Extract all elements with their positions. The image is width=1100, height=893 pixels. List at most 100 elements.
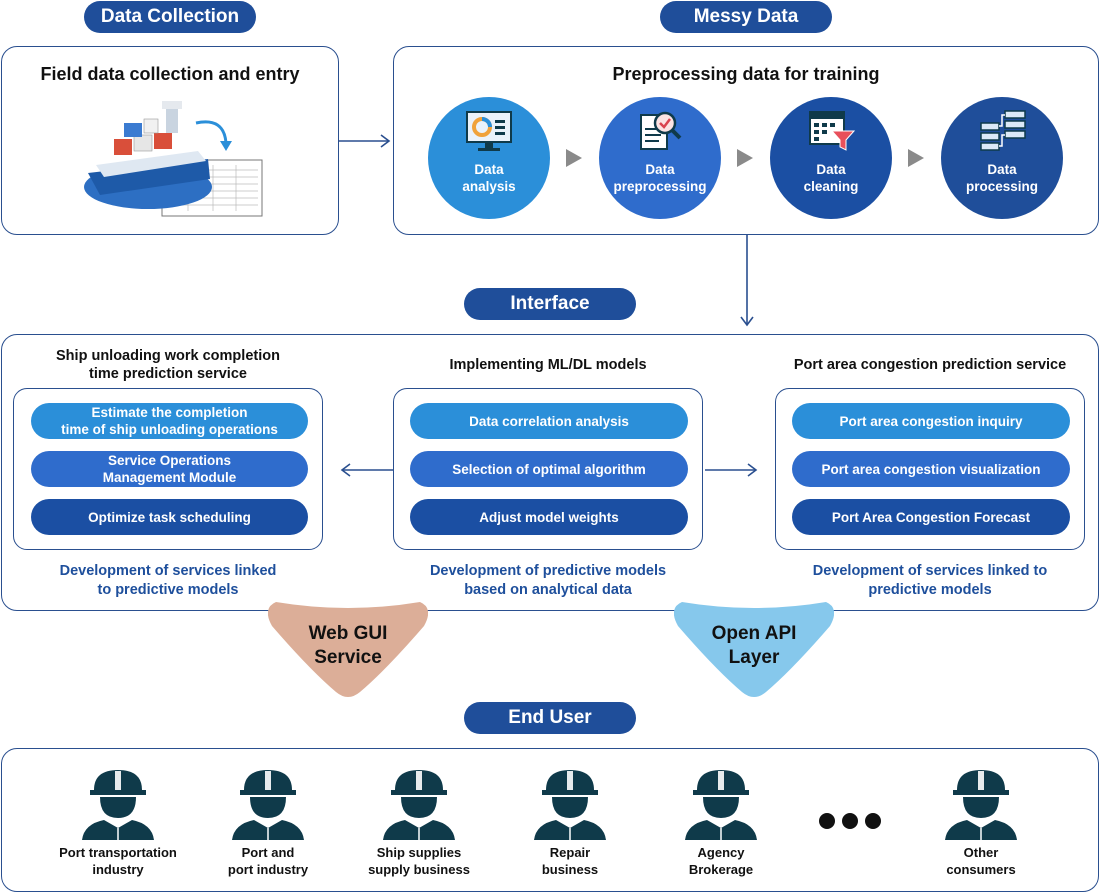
left-caption-1: Development of services linked bbox=[59, 563, 277, 579]
data-processing-label-2: processing bbox=[965, 179, 1039, 194]
data-collection-label: Data Collection bbox=[100, 6, 240, 27]
port-transportation-line-2: industry bbox=[92, 862, 144, 877]
worker-icon bbox=[945, 770, 1017, 840]
web-gui-shape bbox=[267, 602, 429, 697]
end-users-box bbox=[1, 748, 1099, 892]
data-preprocessing-label-2: preprocessing bbox=[613, 179, 707, 194]
ship-supplies-line-1: Ship supplies bbox=[376, 845, 462, 860]
optimize-scheduling-item: Optimize task scheduling bbox=[31, 499, 308, 535]
agency-line-1: Agency bbox=[697, 845, 745, 860]
field-data-title: Field data collection and entry bbox=[40, 64, 300, 84]
data-analysis-label-2: analysis bbox=[462, 179, 516, 194]
left-caption: Development of services linked to predic… bbox=[13, 562, 323, 600]
more-dots-icon bbox=[819, 813, 881, 829]
congestion-visualization-item: Port area congestion visualization bbox=[792, 451, 1070, 487]
worker-icon bbox=[534, 770, 606, 840]
right-caption-2: predictive models bbox=[868, 582, 992, 598]
estimate-completion-line-2: time of ship unloading operations bbox=[61, 422, 278, 437]
agency-line-2: Brokerage bbox=[688, 862, 754, 877]
data-collection-pill: Data Collection bbox=[84, 1, 256, 33]
ship-unloading-title-2: time prediction service bbox=[89, 366, 247, 382]
ship-table-illustration bbox=[84, 101, 263, 217]
port-transportation-line-1: Port transportation bbox=[59, 845, 177, 860]
estimate-completion-item: Estimate the completion time of ship unlo… bbox=[31, 403, 308, 439]
repair-line-1: Repair bbox=[549, 845, 591, 860]
congestion-forecast-label: Port Area Congestion Forecast bbox=[831, 509, 1031, 525]
web-gui-line-1: Web GUI bbox=[308, 623, 388, 644]
optimal-algorithm-item: Selection of optimal algorithm bbox=[410, 451, 688, 487]
end-user-pill: End User bbox=[464, 702, 636, 734]
right-caption-1: Development of services linked to bbox=[812, 563, 1048, 579]
magnifier-document-icon bbox=[640, 111, 682, 150]
port-industry-line-2: port industry bbox=[227, 862, 309, 877]
service-operations-line-1: Service Operations bbox=[107, 453, 232, 468]
preprocessing-title: Preprocessing data for training bbox=[612, 64, 880, 84]
model-weights-item: Adjust model weights bbox=[410, 499, 688, 535]
model-weights-label: Adjust model weights bbox=[479, 509, 619, 525]
open-api-line-1: Open API bbox=[711, 623, 797, 644]
data-correlation-item: Data correlation analysis bbox=[410, 403, 688, 439]
congestion-visualization-label: Port area congestion visualization bbox=[821, 461, 1041, 477]
messy-data-label: Messy Data bbox=[693, 6, 799, 27]
ml-models-box: Data correlation analysis Selection of o… bbox=[393, 388, 703, 550]
ml-models-title: Implementing ML/DL models bbox=[449, 357, 647, 373]
interface-label: Interface bbox=[510, 293, 590, 314]
open-api-line-2: Layer bbox=[728, 647, 780, 668]
center-caption-1: Development of predictive models bbox=[429, 563, 667, 579]
worker-icon bbox=[383, 770, 455, 840]
congestion-inquiry-label: Port area congestion inquiry bbox=[839, 413, 1023, 429]
worker-icon bbox=[82, 770, 154, 840]
preprocessing-box: Preprocessing data for training Data anal… bbox=[393, 46, 1099, 235]
arrow-down-icon bbox=[740, 234, 754, 327]
end-user-port-transportation: Port transportation industry bbox=[53, 768, 183, 878]
service-operations-line-2: Management Module bbox=[102, 470, 237, 485]
estimate-completion-line-1: Estimate the completion bbox=[91, 405, 248, 420]
data-cleaning-label-1: Data bbox=[816, 162, 846, 177]
data-preprocessing-label-1: Data bbox=[645, 162, 675, 177]
center-caption: Development of predictive models based o… bbox=[393, 562, 703, 600]
center-caption-2: based on analytical data bbox=[464, 582, 632, 598]
monitor-chart-icon bbox=[466, 111, 512, 151]
arrow-right-icon bbox=[338, 134, 391, 148]
ship-unloading-title-1: Ship unloading work completion bbox=[56, 348, 280, 364]
other-line-2: consumers bbox=[946, 862, 1016, 877]
port-congestion-box: Port area congestion inquiry Port area c… bbox=[775, 388, 1085, 550]
end-user-label: End User bbox=[508, 707, 592, 728]
messy-data-pill: Messy Data bbox=[660, 1, 832, 33]
chevron-right-icon bbox=[908, 149, 924, 167]
congestion-forecast-item: Port Area Congestion Forecast bbox=[792, 499, 1070, 535]
ship-supplies-line-2: supply business bbox=[368, 862, 470, 877]
end-user-ship-supplies: Ship supplies supply business bbox=[354, 768, 484, 878]
data-preprocessing-step: Data preprocessing bbox=[599, 97, 721, 219]
data-analysis-label-1: Data bbox=[474, 162, 504, 177]
ship-unloading-box: Estimate the completion time of ship unlo… bbox=[13, 388, 323, 550]
ship-unloading-title: Ship unloading work completion time pred… bbox=[13, 347, 323, 383]
arrow-right-icon bbox=[705, 463, 758, 477]
optimal-algorithm-label: Selection of optimal algorithm bbox=[452, 461, 646, 477]
congestion-inquiry-item: Port area congestion inquiry bbox=[792, 403, 1070, 439]
data-processing-label-1: Data bbox=[987, 162, 1017, 177]
data-cleaning-label-2: cleaning bbox=[803, 179, 859, 194]
optimize-scheduling-label: Optimize task scheduling bbox=[88, 509, 251, 525]
chevron-right-icon bbox=[566, 149, 582, 167]
open-api-funnel: Open API Layer bbox=[673, 600, 835, 700]
server-stack-icon bbox=[980, 110, 1026, 151]
chevron-right-icon bbox=[737, 149, 753, 167]
worker-icon bbox=[685, 770, 757, 840]
other-line-1: Other bbox=[963, 845, 999, 860]
data-correlation-label: Data correlation analysis bbox=[469, 413, 629, 429]
end-user-other: Other consumers bbox=[916, 768, 1046, 878]
right-caption: Development of services linked to predic… bbox=[775, 562, 1085, 600]
arrow-left-icon bbox=[340, 463, 393, 477]
left-caption-2: to predictive models bbox=[97, 582, 239, 598]
port-congestion-title: Port area congestion prediction service bbox=[793, 357, 1067, 373]
interface-pill: Interface bbox=[464, 288, 636, 320]
data-analysis-step: Data analysis bbox=[428, 97, 550, 219]
open-api-shape bbox=[673, 602, 835, 697]
field-data-box: Field data collection and entry bbox=[1, 46, 339, 235]
